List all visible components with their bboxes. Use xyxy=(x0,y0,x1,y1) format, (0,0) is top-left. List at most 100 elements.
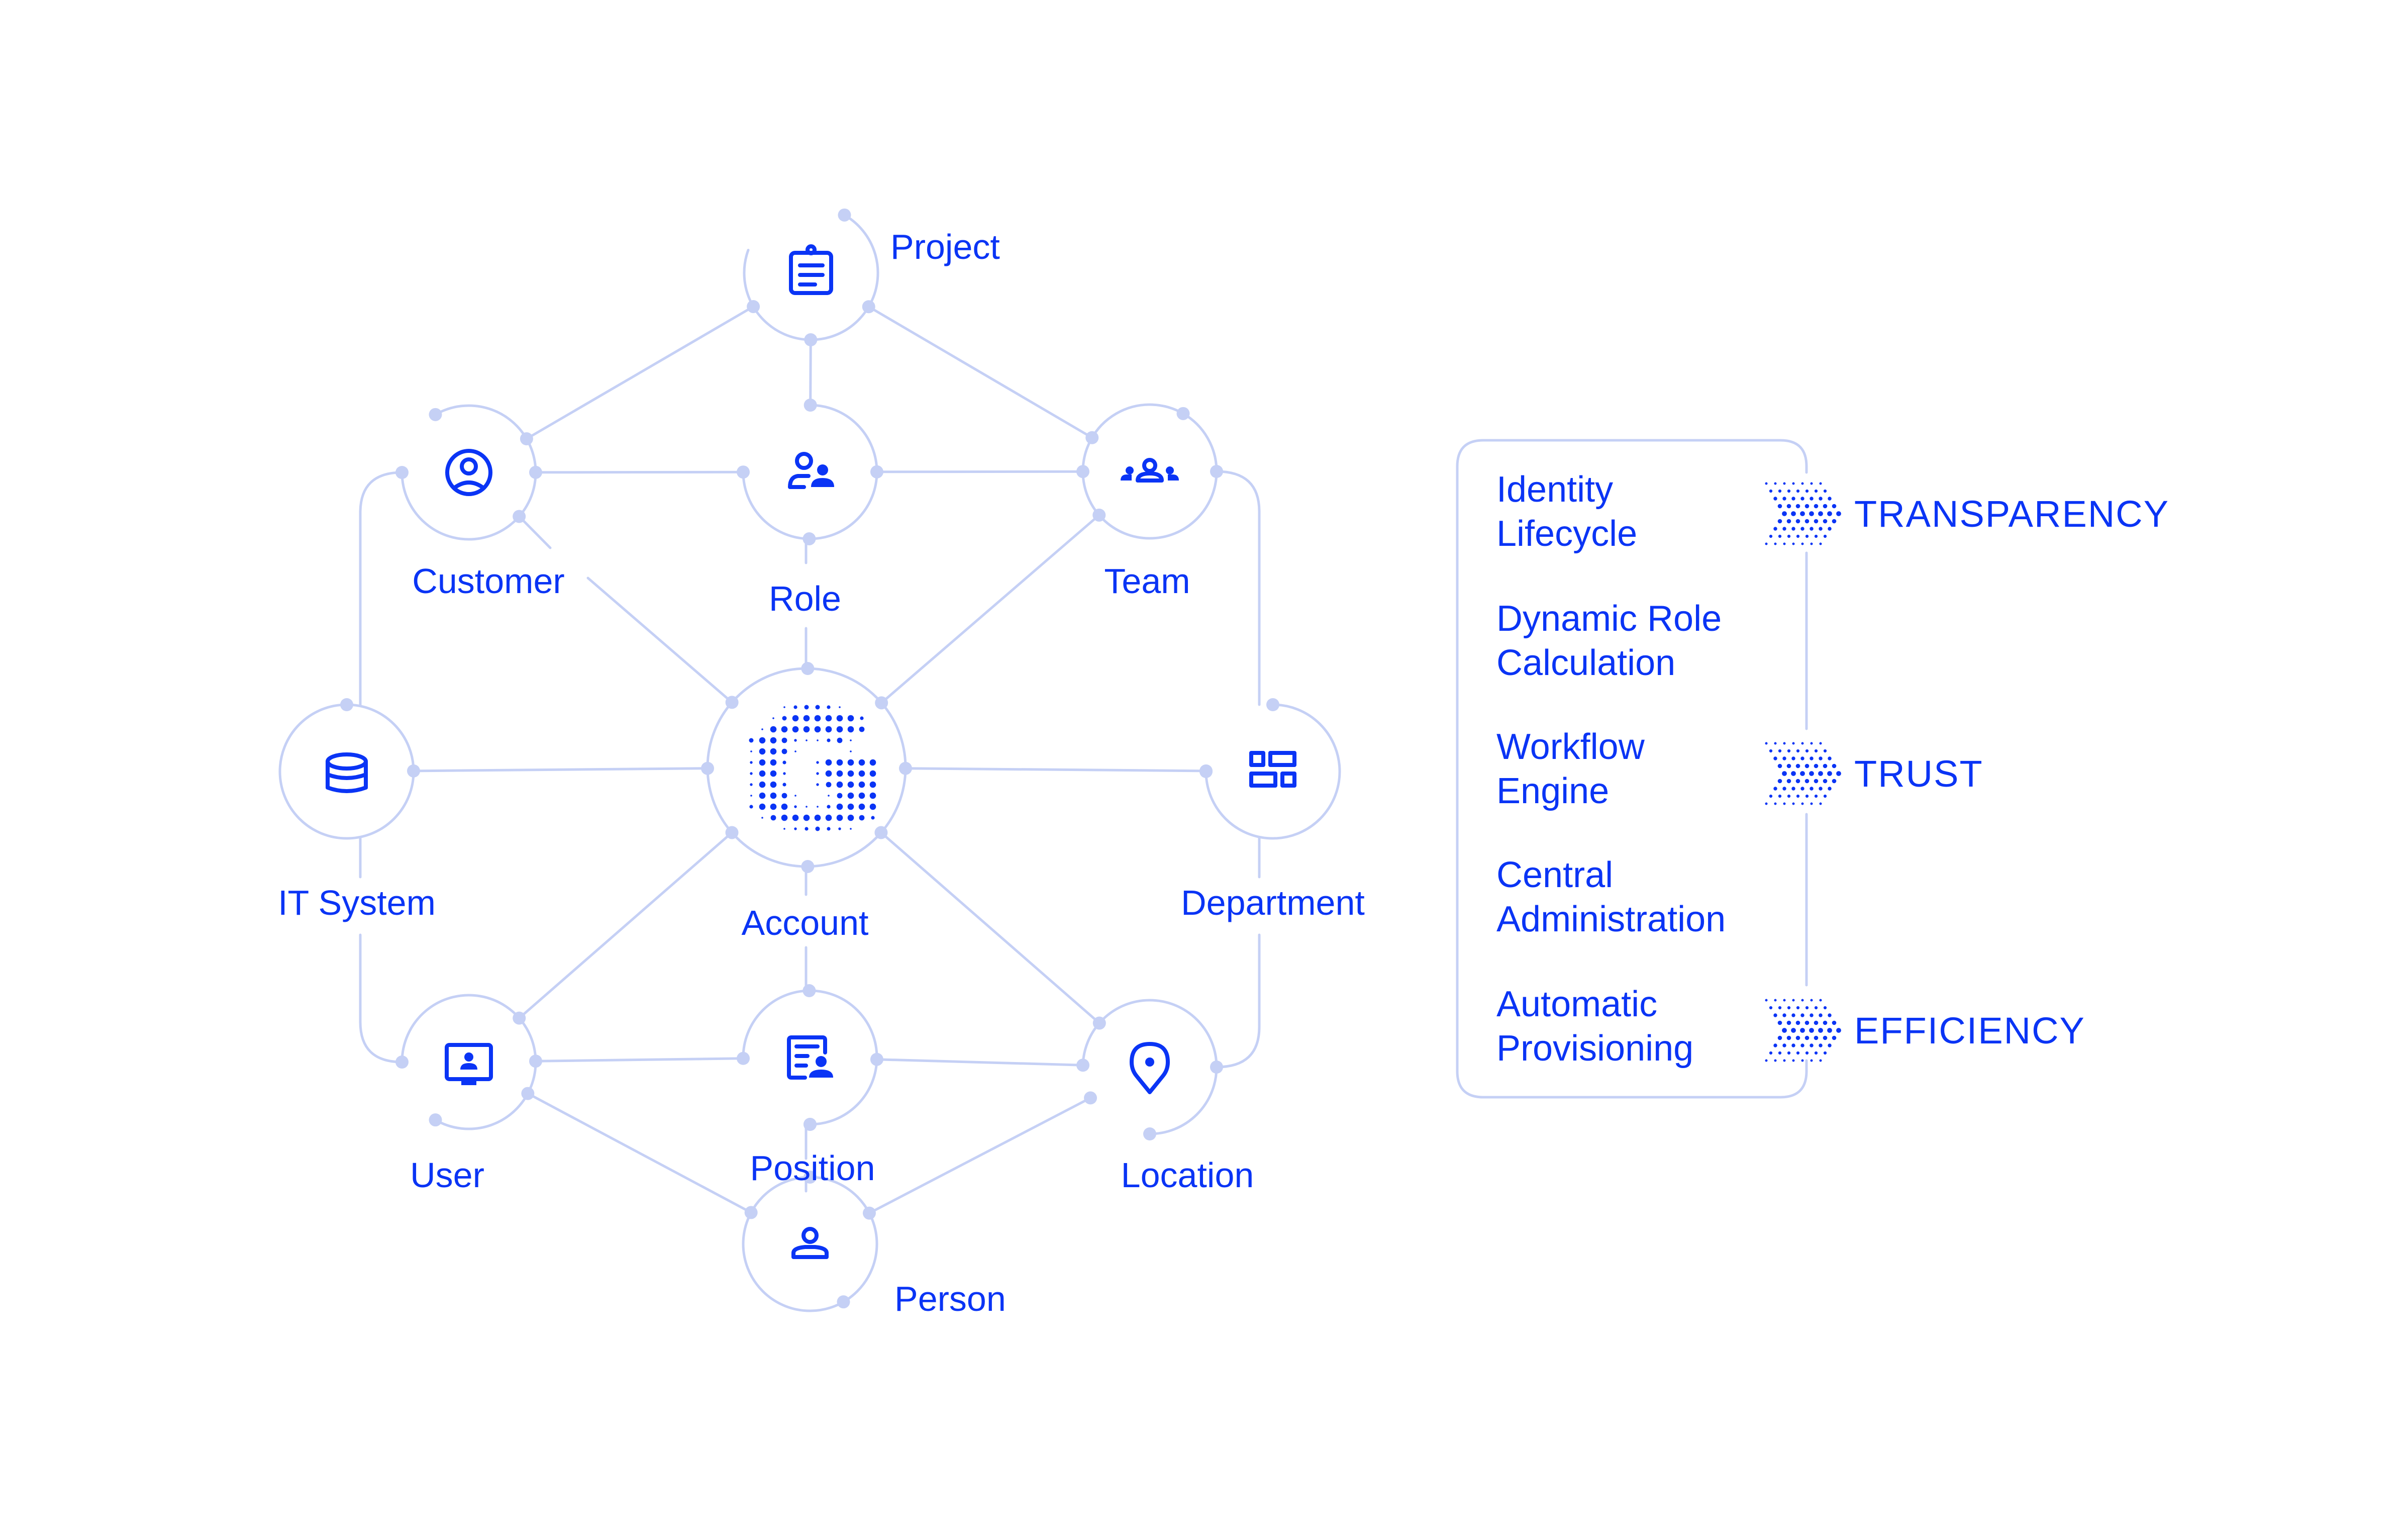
chevron-dot xyxy=(1823,749,1827,753)
chevron-dot xyxy=(1778,489,1782,493)
chevron-dot xyxy=(1804,1020,1810,1025)
logo-dot xyxy=(814,715,821,722)
node-it-system[interactable] xyxy=(278,698,415,840)
edge-user-position xyxy=(534,1057,745,1063)
chevron-dot xyxy=(1778,749,1782,753)
logo-dot xyxy=(871,816,875,820)
ring-end-dot xyxy=(340,698,353,711)
chevron-dot xyxy=(1777,504,1782,509)
node-hit-area[interactable] xyxy=(744,206,878,340)
logo-dot xyxy=(858,770,865,777)
node-hit-area[interactable] xyxy=(402,995,536,1129)
node-hit-area[interactable] xyxy=(743,405,877,539)
node-hit-area[interactable] xyxy=(1083,1000,1217,1134)
chevron-dot xyxy=(1814,504,1819,509)
node-position[interactable] xyxy=(742,989,878,1131)
chevron-dot xyxy=(1786,519,1791,524)
logo-dot xyxy=(749,805,753,809)
logo-dot xyxy=(770,737,777,744)
logo-dot xyxy=(770,792,777,799)
logo-dot xyxy=(750,750,752,752)
chevron-dot xyxy=(1810,756,1814,760)
logo-dot xyxy=(770,770,777,777)
edge-department-location xyxy=(1215,837,1261,1069)
logo-dot xyxy=(803,814,810,821)
chevron-dot xyxy=(1778,1006,1782,1010)
edge-position-location xyxy=(875,1058,1084,1067)
chevron-dot xyxy=(1774,802,1777,805)
chevron-dot xyxy=(1782,1043,1786,1047)
node-ring xyxy=(742,404,878,540)
chevron-dot xyxy=(1783,802,1786,805)
node-department[interactable] xyxy=(1199,698,1341,840)
chevron-dot xyxy=(1819,1043,1823,1047)
map-pin-icon xyxy=(1130,1042,1170,1094)
chevron-dot xyxy=(1796,1051,1800,1055)
chevron-dot xyxy=(1783,999,1786,1002)
chevron-dot xyxy=(1818,1028,1823,1033)
logo-dot xyxy=(837,793,843,799)
node-location[interactable] xyxy=(1081,999,1223,1140)
label-account: Account xyxy=(742,903,869,942)
node-hit-area[interactable] xyxy=(1083,405,1217,538)
logo-dot xyxy=(783,828,785,830)
chevron-dot xyxy=(1786,1020,1791,1025)
chevron-dot xyxy=(1810,787,1814,791)
logo-dot xyxy=(815,826,820,831)
chevron-dot xyxy=(1819,787,1823,791)
chevron-dot xyxy=(1800,787,1804,791)
logo-dot xyxy=(869,770,876,777)
ring-end-dot xyxy=(429,408,442,421)
chevron-dot xyxy=(1805,489,1809,493)
label-location: Location xyxy=(1121,1156,1254,1195)
logo-dot xyxy=(850,750,852,752)
chevron-dot xyxy=(1769,534,1773,538)
logo-dot xyxy=(782,783,786,787)
chevron-dot xyxy=(1823,763,1828,769)
edge-customer-it-system xyxy=(359,471,404,706)
logo-dot xyxy=(850,739,852,741)
node-role[interactable] xyxy=(742,404,878,540)
logo-dot xyxy=(794,805,797,808)
node-project[interactable] xyxy=(743,206,879,341)
logo-dot xyxy=(836,715,843,722)
chevron-dot xyxy=(1791,511,1796,516)
chevron-dot xyxy=(1805,749,1809,753)
logo-dot xyxy=(759,781,766,788)
connector-dot xyxy=(1084,1091,1097,1105)
logo-dot xyxy=(860,716,864,720)
clipboard-icon xyxy=(789,244,833,295)
node-hit-area[interactable] xyxy=(743,1177,877,1311)
chevron-dot xyxy=(1828,527,1832,531)
node-account[interactable] xyxy=(706,667,907,868)
chevron-dot xyxy=(1800,497,1804,501)
logo-dot xyxy=(759,737,766,744)
chevron-dot xyxy=(1819,802,1822,805)
edge-team-account xyxy=(880,514,1100,704)
node-hit-area[interactable] xyxy=(743,991,877,1124)
node-customer[interactable] xyxy=(395,404,537,541)
node-labels: Project Customer Role Team IT System Acc… xyxy=(278,227,1365,1318)
logo-dot xyxy=(817,806,819,808)
node-hit-area[interactable] xyxy=(402,406,536,539)
node-team[interactable] xyxy=(1081,403,1223,540)
chevron-dot xyxy=(1792,742,1795,745)
chevron-dot xyxy=(1809,511,1814,516)
chevron-dot xyxy=(1769,1051,1773,1055)
node-hit-area[interactable] xyxy=(1206,705,1340,838)
node-hit-area[interactable] xyxy=(708,668,906,867)
node-user[interactable] xyxy=(395,994,537,1130)
chevron-dot xyxy=(1791,1028,1796,1033)
chevron-dot xyxy=(1832,779,1837,784)
logo-dot xyxy=(750,783,753,786)
node-person[interactable] xyxy=(742,1176,878,1312)
node-hit-area[interactable] xyxy=(280,705,414,838)
chevron-dot xyxy=(1810,542,1813,545)
chevron-dot xyxy=(1827,771,1832,776)
chevron-dot xyxy=(1809,771,1814,776)
chevron-dot xyxy=(1823,519,1828,524)
